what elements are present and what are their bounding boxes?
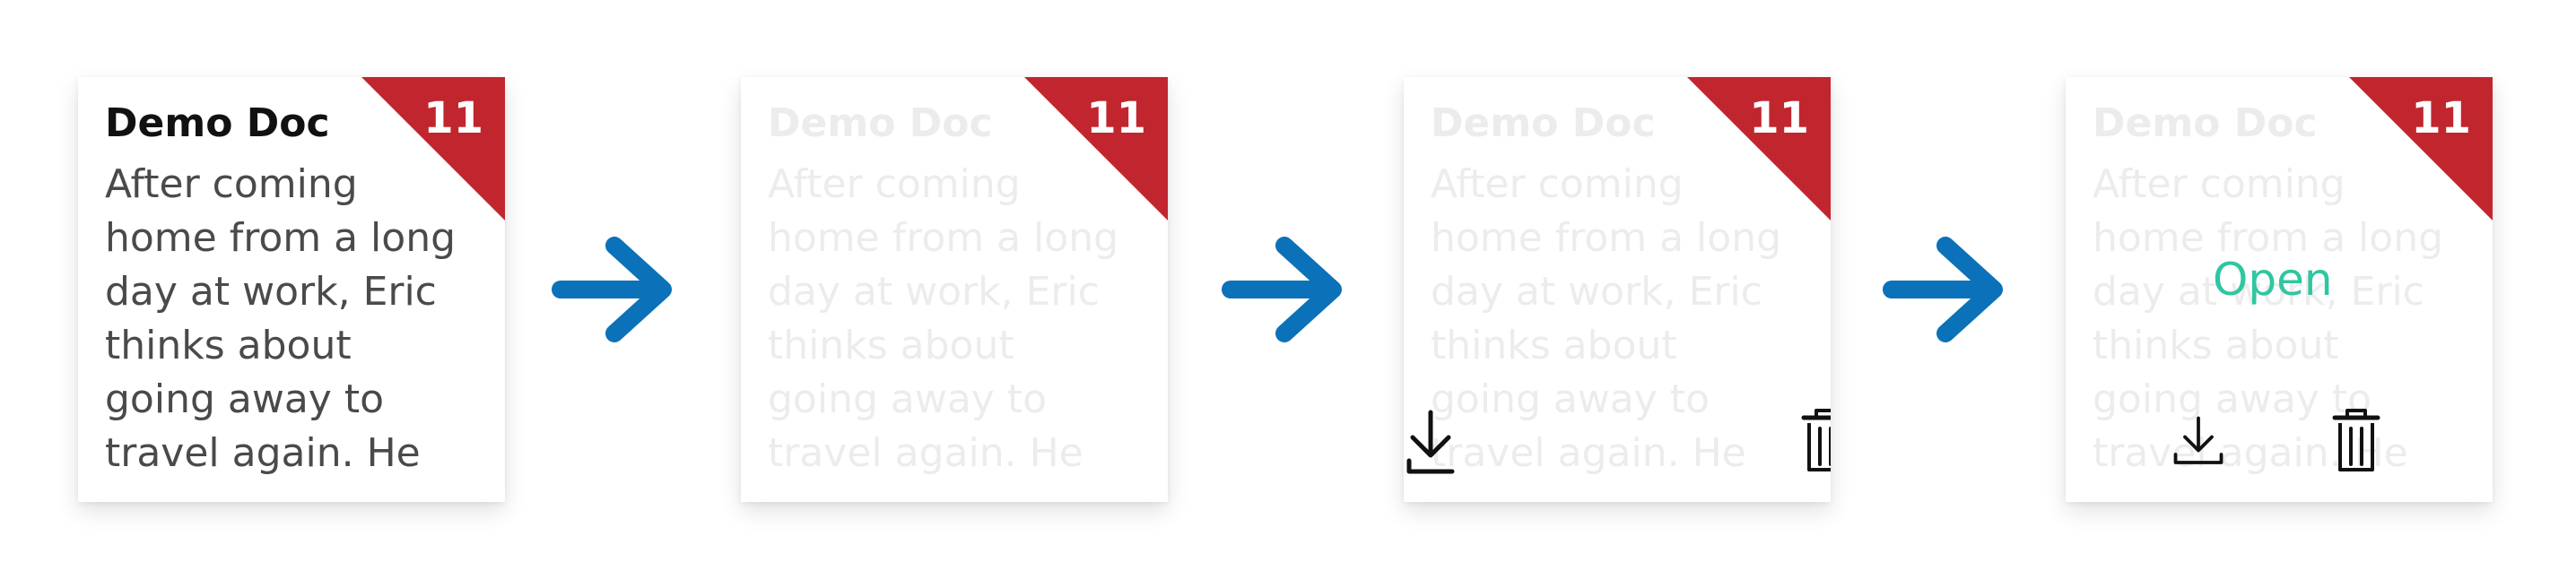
doc-title: Demo Doc [2093, 100, 2318, 146]
doc-card[interactable]: 11 Demo Doc After coming home from a lon… [741, 77, 1168, 502]
doc-title: Demo Doc [1431, 100, 1656, 146]
badge-count: 11 [1749, 93, 1809, 143]
badge-count: 11 [423, 93, 483, 143]
corner-badge [1687, 77, 1831, 220]
download-icon[interactable] [1404, 407, 1458, 479]
doc-title: Demo Doc [768, 100, 993, 146]
arrow-right-icon [1222, 237, 1342, 342]
corner-badge [361, 77, 505, 220]
arrow-right-icon [552, 237, 672, 342]
corner-badge [2349, 77, 2493, 220]
open-button[interactable]: Open [2213, 254, 2333, 306]
badge-count: 11 [1086, 93, 1146, 143]
trash-icon[interactable] [2329, 405, 2383, 477]
doc-card[interactable]: 11 Demo Doc After coming home from a lon… [2066, 77, 2493, 502]
badge-count: 11 [2411, 93, 2471, 143]
doc-preview-text: After coming home from a long day at wor… [2093, 161, 2444, 476]
trash-icon[interactable] [1798, 405, 1831, 477]
doc-preview-text: After coming home from a long day at wor… [1431, 161, 1782, 476]
doc-title: Demo Doc [105, 100, 330, 146]
corner-badge [1024, 77, 1168, 220]
doc-preview-text: After coming home from a long day at wor… [105, 161, 457, 476]
arrow-right-icon [1883, 237, 2003, 342]
doc-card[interactable]: 11 Demo Doc After coming home from a lon… [1404, 77, 1831, 502]
download-icon[interactable] [2171, 405, 2225, 477]
doc-card[interactable]: 11 Demo Doc After coming home from a lon… [78, 77, 505, 502]
doc-preview-text: After coming home from a long day at wor… [768, 161, 1119, 476]
